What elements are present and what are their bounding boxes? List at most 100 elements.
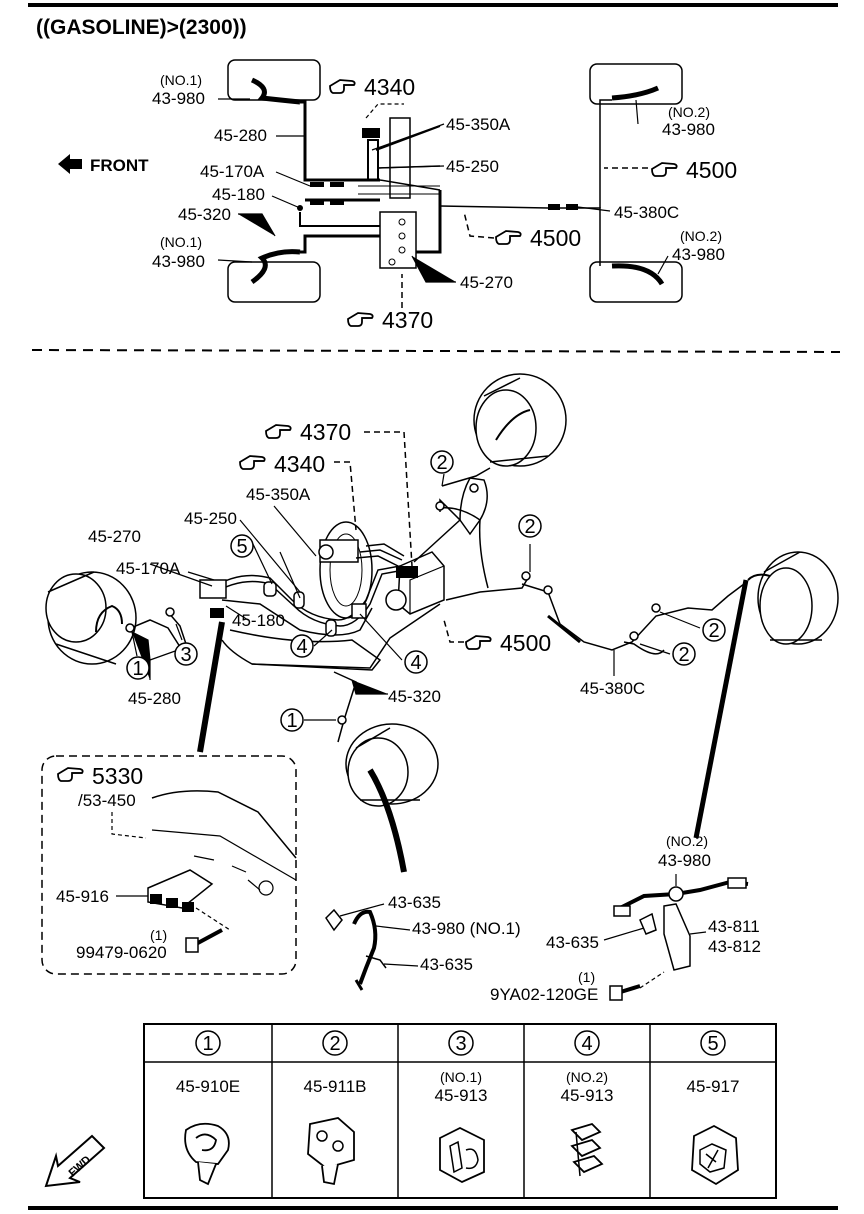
part-45-320: 45-320 <box>388 687 441 706</box>
svg-text:5: 5 <box>707 1033 718 1055</box>
table-header-3: 3 <box>448 1030 474 1056</box>
table-header-1: 1 <box>195 1030 221 1056</box>
svg-text:3: 3 <box>180 644 191 666</box>
table-cell-part: 45-911B <box>303 1077 366 1096</box>
part-43-811: 43-811 <box>708 917 760 936</box>
label-no2: (NO.2) <box>666 833 708 849</box>
part-45-180: 45-180 <box>212 185 265 204</box>
part-45-180: 45-180 <box>232 611 285 630</box>
svg-text:2: 2 <box>436 452 447 474</box>
svg-text:2: 2 <box>329 1033 340 1055</box>
callout-4: 4 <box>404 650 428 674</box>
perspective-view <box>41 373 839 1001</box>
svg-text:2: 2 <box>678 644 689 666</box>
clip-drawing-4 <box>570 1122 604 1177</box>
top-border <box>28 3 838 7</box>
svg-text:5: 5 <box>236 536 247 558</box>
ref-4500-rear[interactable]: 4500 <box>686 157 737 183</box>
table-cell-part: 45-913 <box>561 1086 614 1105</box>
hand-pointer-icon <box>329 79 356 94</box>
part-45-380c: 45-380C <box>580 679 645 698</box>
svg-text:1: 1 <box>286 710 297 732</box>
part-43-635: 43-635 <box>420 955 473 974</box>
part-45-320: 45-320 <box>178 205 231 224</box>
part-45-380c: 45-380C <box>614 203 679 222</box>
table-cell-part: 45-910E <box>176 1077 240 1096</box>
label-qty-1: (1) <box>578 969 595 985</box>
ref-4500-mid[interactable]: 4500 <box>530 225 581 251</box>
wheel-front-left <box>227 59 321 101</box>
part-45-170a: 45-170A <box>116 559 181 578</box>
clip-table <box>143 1023 777 1199</box>
part-45-350a: 45-350A <box>246 485 311 504</box>
label-no2: (NO.2) <box>680 228 722 244</box>
wheel-rear-left <box>227 261 321 303</box>
inset-box <box>41 755 297 975</box>
svg-text:2: 2 <box>524 516 535 538</box>
label-no2: (NO.2) <box>668 104 710 120</box>
label-no1: (NO.1) <box>160 72 202 88</box>
front-arrow-icon <box>58 154 82 174</box>
callout-5: 5 <box>230 534 254 558</box>
fwd-arrow-icon: FWD <box>44 1134 106 1188</box>
section-divider <box>31 349 841 353</box>
clip-drawing-2 <box>307 1117 355 1186</box>
part-99479-0620: 99479-0620 <box>76 943 167 962</box>
part-43-980: 43-980 <box>662 120 715 139</box>
svg-text:4: 4 <box>410 652 421 674</box>
part-43-980-no1: 43-980 (NO.1) <box>412 919 521 938</box>
label-no1: (NO.1) <box>160 234 202 250</box>
part-45-916: 45-916 <box>56 887 109 906</box>
part-53-450: /53-450 <box>78 791 136 810</box>
part-9ya02-120ge: 9YA02-120GE <box>490 985 598 1004</box>
part-43-635: 43-635 <box>546 933 599 952</box>
ref-4370[interactable]: 4370 <box>300 419 351 445</box>
page-title: ((GASOLINE)>(2300)) <box>36 16 247 39</box>
part-43-812: 43-812 <box>708 937 761 956</box>
svg-text:2: 2 <box>708 620 719 642</box>
table-header-2: 2 <box>322 1030 348 1056</box>
callout-2: 2 <box>430 450 454 474</box>
part-45-280: 45-280 <box>128 689 181 708</box>
hand-pointer-icon <box>265 424 292 439</box>
ref-5330[interactable]: 5330 <box>92 763 143 789</box>
label-qty-1: (1) <box>150 927 167 943</box>
wheel-front-right <box>589 63 683 105</box>
hand-pointer-icon <box>465 635 492 650</box>
callout-2: 2 <box>702 618 726 642</box>
ref-4500[interactable]: 4500 <box>500 630 551 656</box>
part-45-170a: 45-170A <box>200 162 265 181</box>
clip-drawing-1 <box>184 1122 230 1186</box>
table-cell-part: 45-913 <box>435 1086 488 1105</box>
part-43-980: 43-980 <box>152 252 205 271</box>
table-header-5: 5 <box>700 1030 726 1056</box>
ref-4340[interactable]: 4340 <box>274 451 325 477</box>
wheel-front-right-3d <box>473 373 567 467</box>
hand-pointer-icon <box>651 162 678 177</box>
callout-2: 2 <box>518 514 542 538</box>
wheel-front-left <box>45 571 137 665</box>
part-43-635: 43-635 <box>388 893 441 912</box>
callout-1: 1 <box>126 656 150 680</box>
part-45-250: 45-250 <box>446 157 499 176</box>
part-43-980: 43-980 <box>658 851 711 870</box>
hand-pointer-icon <box>57 767 84 782</box>
clip-drawing-5 <box>691 1124 739 1186</box>
part-43-980: 43-980 <box>672 245 725 264</box>
clip-drawing-3 <box>439 1126 485 1184</box>
svg-text:4: 4 <box>581 1033 592 1055</box>
table-cell-sub: (NO.2) <box>566 1069 608 1085</box>
ref-4370[interactable]: 4370 <box>382 307 433 333</box>
svg-text:1: 1 <box>202 1033 213 1055</box>
wheel-rear-right <box>747 551 839 645</box>
hand-pointer-icon <box>239 455 266 470</box>
svg-text:3: 3 <box>455 1033 466 1055</box>
part-45-270: 45-270 <box>88 527 141 546</box>
callout-4: 4 <box>290 634 314 658</box>
top-schematic <box>58 59 683 308</box>
table-cell-part: 45-917 <box>687 1077 740 1096</box>
callout-3: 3 <box>174 642 198 666</box>
wheel-rear-left <box>345 723 439 807</box>
ref-4340[interactable]: 4340 <box>364 74 415 100</box>
